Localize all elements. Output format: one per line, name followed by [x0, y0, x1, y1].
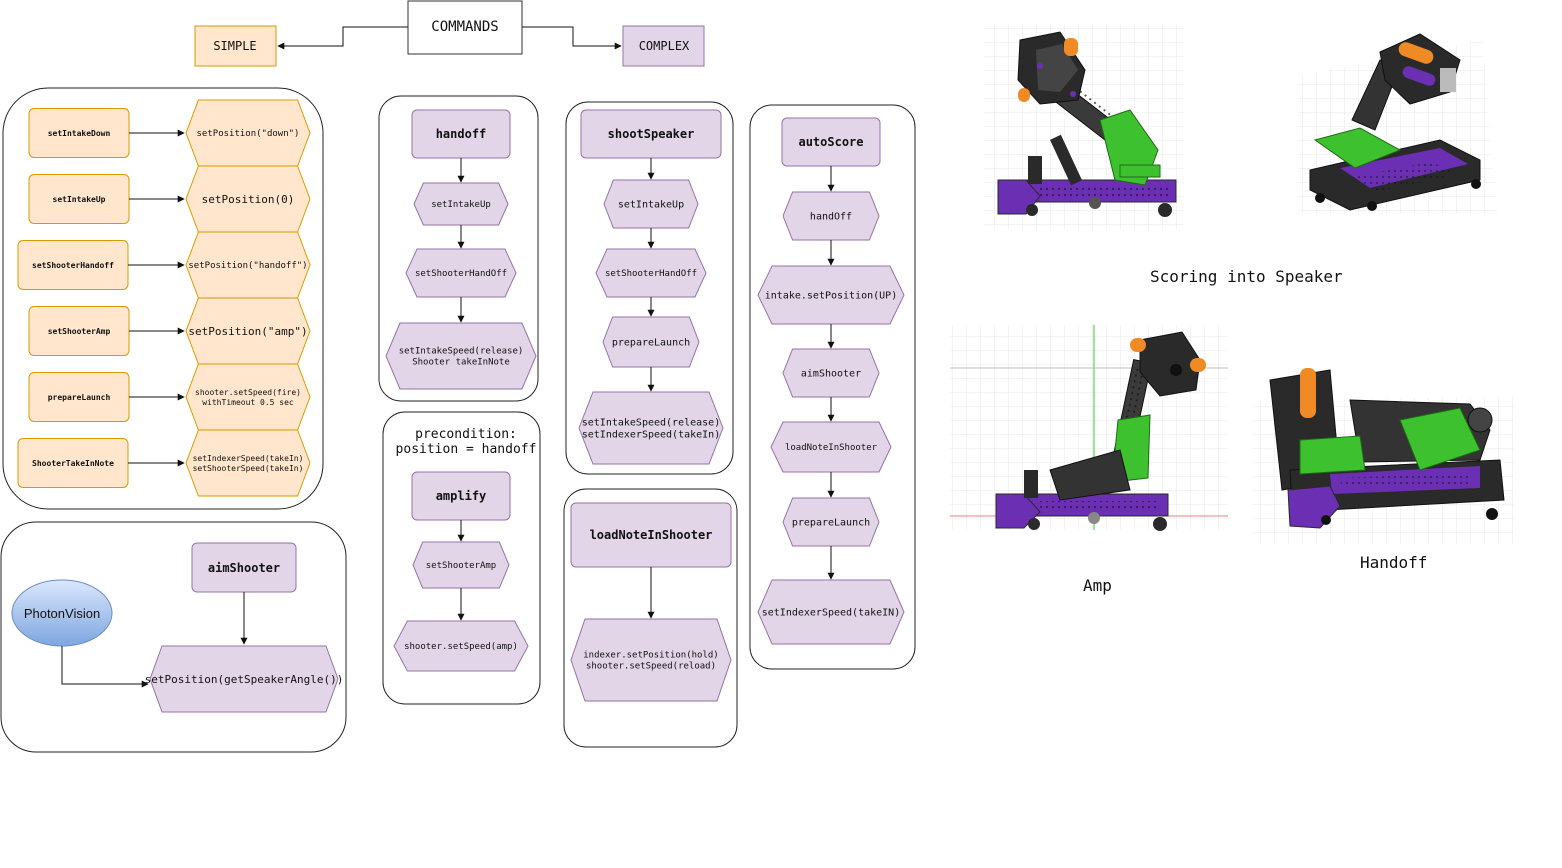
- flow-step-label: setIndexerSpeed(takeIN): [762, 608, 900, 619]
- flow-step-hexagon: [570, 618, 732, 702]
- aim-action-hexagon: [149, 645, 339, 713]
- flow-step-hexagon: [393, 620, 529, 672]
- connector-commands-simple: [277, 26, 408, 50]
- flow-step-label: setShooterHandOff: [605, 269, 697, 279]
- flow-step-label: prepareLaunch: [612, 338, 690, 349]
- robot-amp-image: [950, 325, 1228, 531]
- flow-step-label: setShooterAmp: [426, 561, 496, 571]
- flow-step-label: setIntakeUp: [431, 200, 491, 210]
- flow-step-hexagon: [412, 541, 510, 589]
- flow-step-hexagon: [578, 391, 724, 465]
- flow-title: handoff: [436, 127, 487, 141]
- auto-score-container: [749, 104, 916, 670]
- robot-speaker-iso-image: [1298, 33, 1498, 214]
- flow-step-hexagon: [757, 265, 905, 325]
- shoot-speaker-container: [565, 101, 734, 475]
- flow-title: autoScore: [798, 135, 863, 149]
- simple-action-label: setPosition("down"): [197, 129, 300, 139]
- simple-action-label: setPosition("handoff"): [188, 261, 307, 271]
- flow-title: shootSpeaker: [608, 127, 695, 141]
- photonvision-label: PhotonVision: [24, 606, 100, 621]
- commands-title: COMMANDS: [431, 19, 498, 35]
- simple-command-name: setShooterHandoff: [32, 261, 114, 270]
- simple-commands: setIntakeDown setPosition("down") setIntak…: [17, 99, 311, 497]
- simple-header: SIMPLE: [194, 25, 277, 67]
- simple-action-label: shooter.setSpeed(fire)withTimeout 0.5 se…: [195, 388, 301, 407]
- amp-caption: Amp: [1083, 576, 1112, 595]
- speaker-caption: Scoring into Speaker: [1150, 267, 1343, 286]
- amplify-precondition: precondition:position = handoff: [396, 427, 537, 457]
- flow-step-hexagon: [413, 182, 509, 226]
- flow-step-label: aimShooter: [801, 369, 861, 380]
- flow-step-hexagon: [782, 191, 880, 241]
- complex-header: COMPLEX: [622, 25, 705, 67]
- simple-title: SIMPLE: [213, 39, 256, 53]
- amplify-flow: amplify setShooterAmp shooter.setSpeed(amp…: [393, 471, 529, 672]
- photonvision-arrow: [61, 646, 149, 688]
- simple-action-label: setPosition("amp"): [188, 325, 307, 338]
- handoff-caption: Handoff: [1360, 553, 1428, 572]
- flow-step-label: intake.setPosition(UP): [765, 291, 897, 302]
- connector-commands-complex: [522, 26, 622, 50]
- simple-command-name: ShooterTakeInNote: [32, 459, 114, 468]
- simple-command-name: setIntakeDown: [48, 129, 111, 138]
- simple-command-name: prepareLaunch: [48, 393, 111, 402]
- load-note-container: [563, 488, 738, 748]
- flow-step-label: indexer.setPosition(hold)shooter.setSpee…: [583, 651, 718, 672]
- simple-action-hexagon: [185, 429, 311, 497]
- robot-handoff-image: [1252, 368, 1514, 544]
- flow-title: loadNoteInShooter: [590, 528, 713, 542]
- flow-step-hexagon: [782, 348, 880, 398]
- simple-action-label: setIndexerSpeed(takeIn)setShooterSpeed(t…: [193, 454, 304, 473]
- aim-action-label: setPosition(getSpeakerAngle()): [145, 673, 344, 686]
- flow-step-hexagon: [405, 248, 517, 298]
- flow-step-label: prepareLaunch: [792, 518, 870, 529]
- flow-title: amplify: [436, 489, 487, 503]
- flow-step-label: setIntakeUp: [618, 200, 684, 211]
- handoff-container: [378, 95, 539, 402]
- flow-step-hexagon: [757, 579, 905, 645]
- auto-score-flow: autoScore handOff intake.setPosition(UP) ai…: [757, 117, 905, 645]
- flow-step-hexagon: [770, 421, 892, 473]
- simple-command-name: setIntakeUp: [53, 195, 106, 204]
- complex-title: COMPLEX: [639, 39, 690, 53]
- flow-step-hexagon: [595, 248, 707, 298]
- load-note-flow: loadNoteInShooter indexer.setPosition(hol…: [570, 502, 732, 702]
- simple-command-name: setShooterAmp: [48, 327, 111, 336]
- flow-step-hexagon: [603, 179, 699, 229]
- flow-step-hexagon: [385, 322, 537, 390]
- flow-step-hexagon: [602, 316, 700, 368]
- flow-step-label: setShooterHandOff: [415, 269, 507, 279]
- flow-step-hexagon: [782, 497, 880, 547]
- precondition-label: precondition:position = handoff: [396, 427, 537, 457]
- robot-speaker-side-image: [984, 24, 1184, 230]
- aim-shooter-block: aimShooter PhotonVision setPosition(getS…: [11, 542, 344, 713]
- commands-header: COMMANDS: [407, 0, 523, 55]
- flow-step-label: shooter.setSpeed(amp): [404, 642, 518, 652]
- flow-step-label: setIntakeSpeed(release)Shooter takeInNot…: [399, 347, 524, 368]
- amplify-container: [382, 411, 541, 705]
- simple-action-label: setPosition(0): [202, 193, 295, 206]
- simple-container: [2, 87, 324, 510]
- flow-step-label: loadNoteInShooter: [785, 443, 878, 453]
- shoot-speaker-flow: shootSpeaker setIntakeUp setShooterHandOff…: [578, 109, 724, 465]
- handoff-flow: handoff setIntakeUp setShooterHandOff setIn…: [385, 109, 537, 390]
- aim-container: [0, 521, 347, 753]
- flow-step-label: setIntakeSpeed(release)setIndexerSpeed(t…: [582, 418, 720, 441]
- flow-step-label: handOff: [810, 212, 852, 223]
- aim-title: aimShooter: [208, 561, 280, 575]
